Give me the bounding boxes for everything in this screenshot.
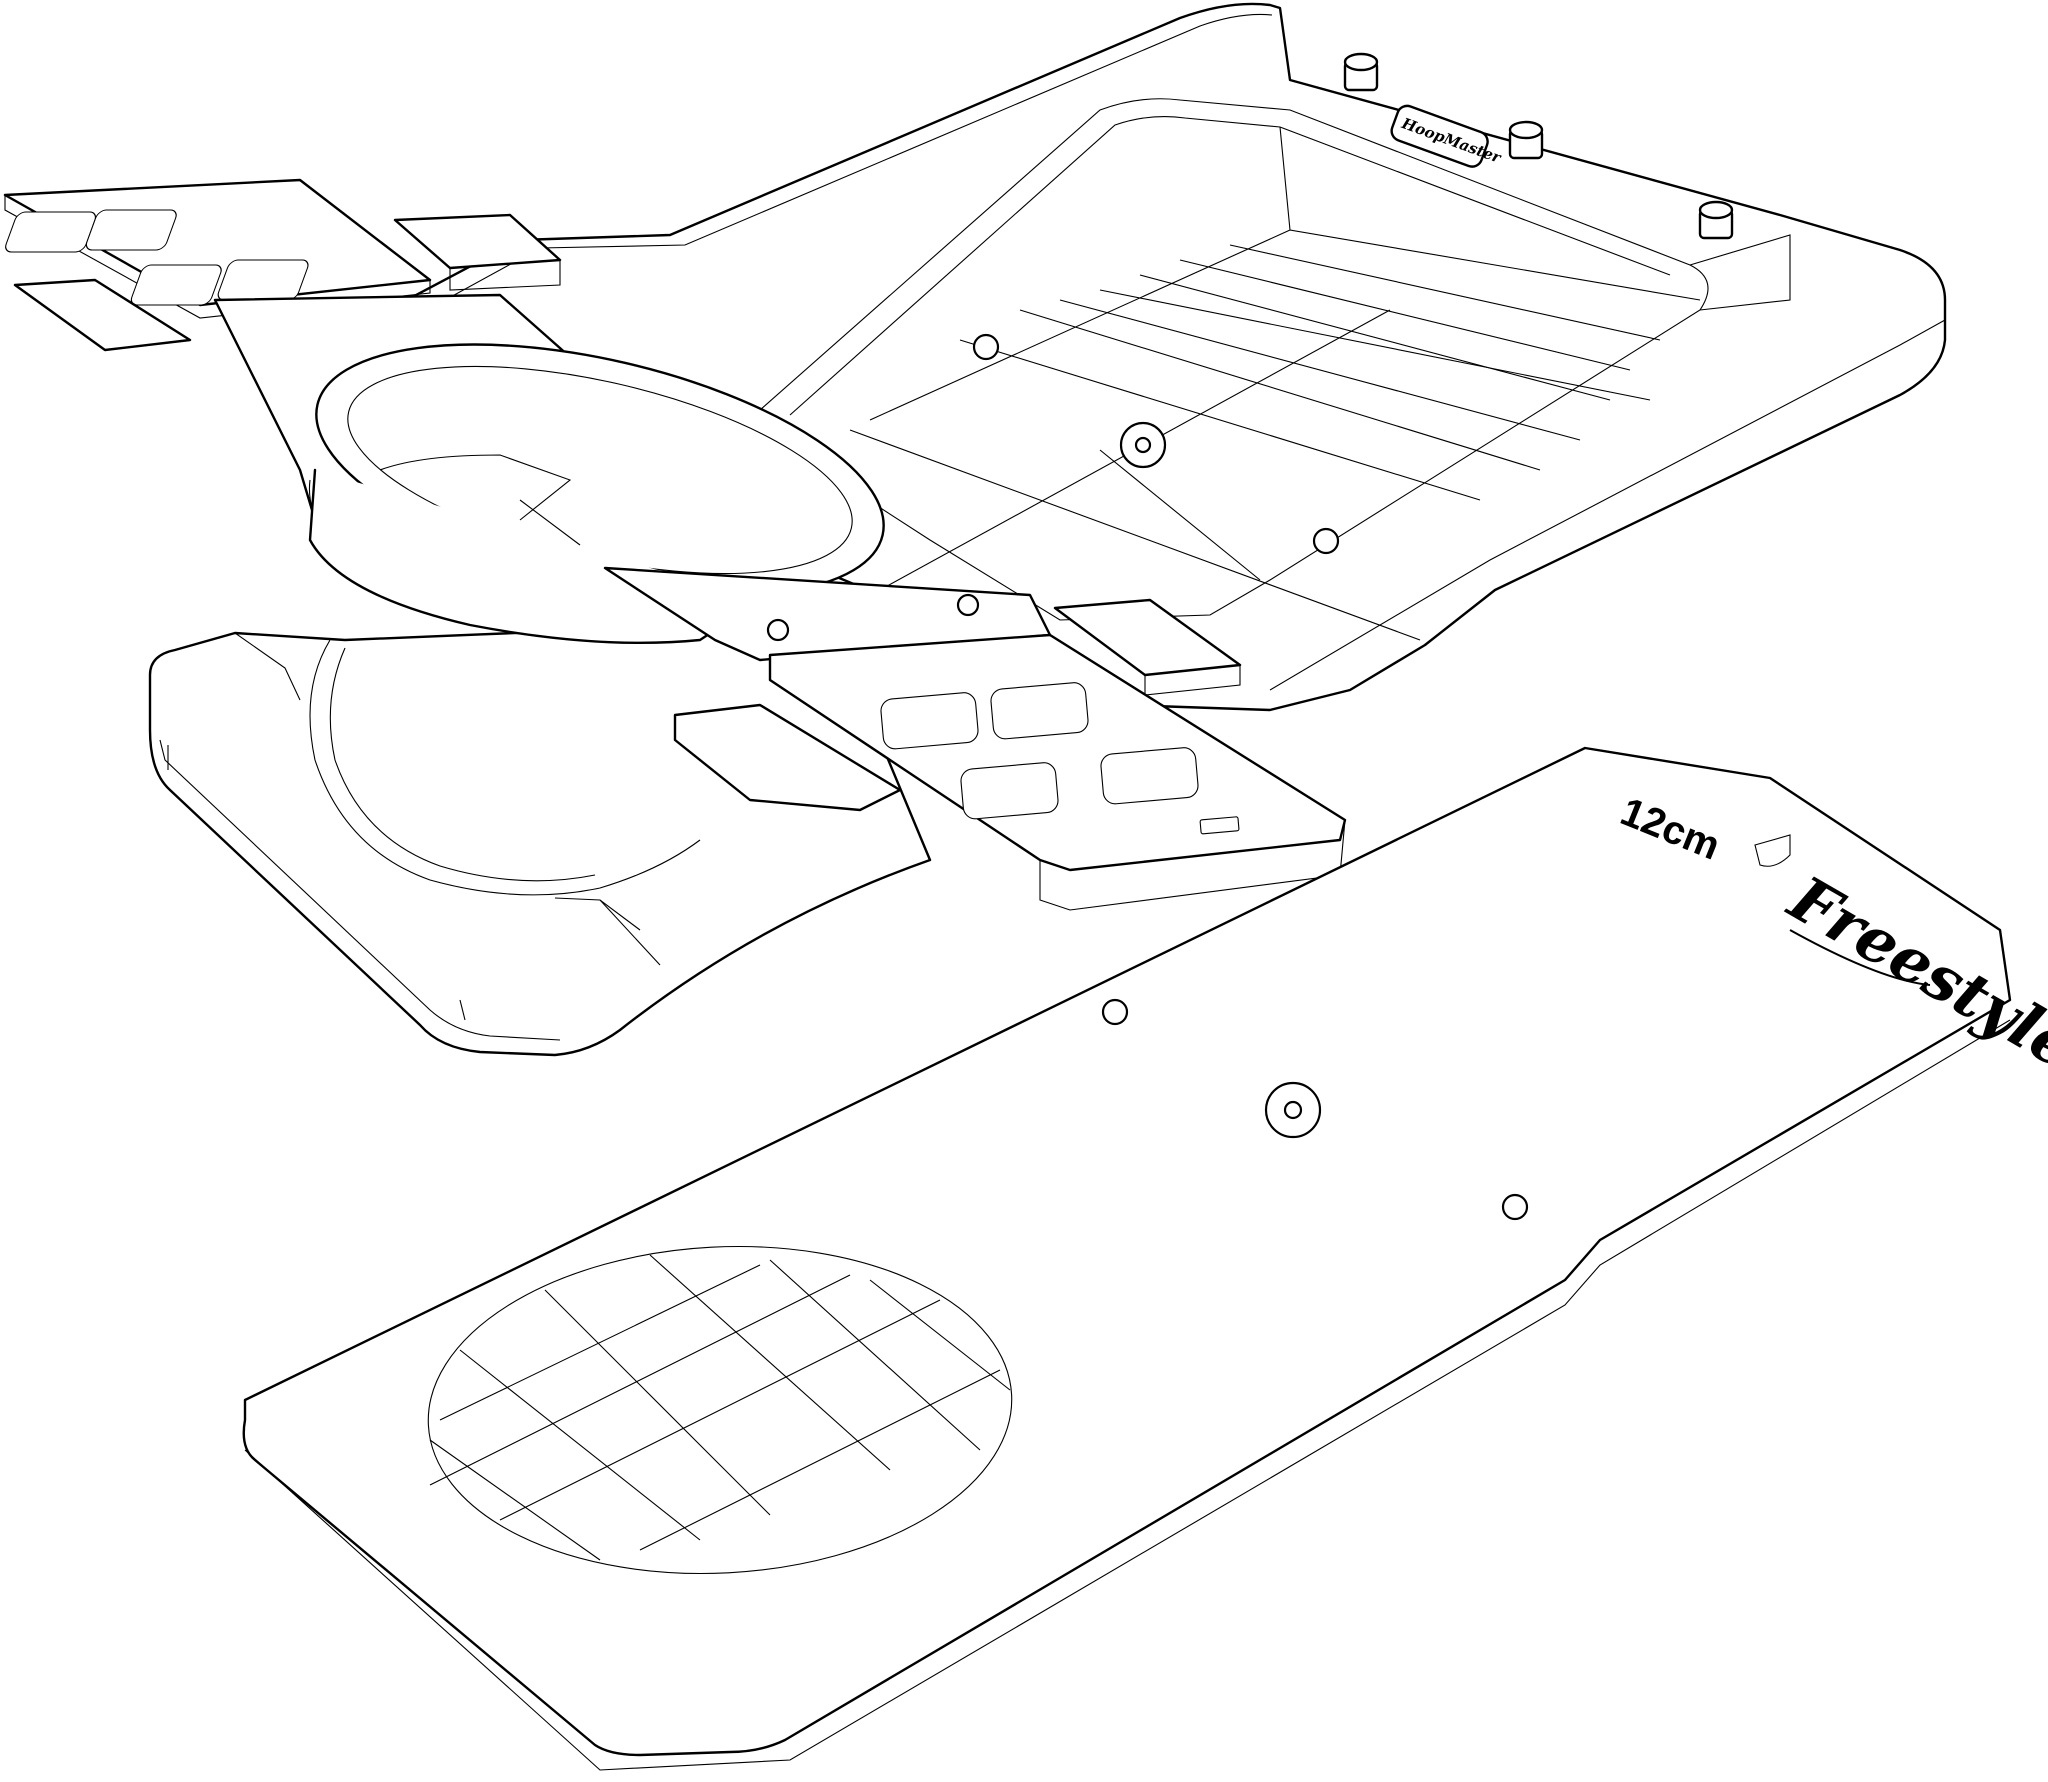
front-clip-with-cutouts bbox=[673, 633, 1347, 911]
peg-left bbox=[1343, 52, 1379, 92]
back-frame: HoopMaster bbox=[263, 2, 1947, 712]
peg-middle bbox=[1508, 120, 1544, 160]
upper-ring-plate bbox=[213, 293, 1242, 696]
front-template-plate: 12cm Freestyle bbox=[242, 746, 2048, 1771]
left-tab-with-cutouts bbox=[3, 178, 562, 352]
peg-right bbox=[1698, 200, 1734, 240]
